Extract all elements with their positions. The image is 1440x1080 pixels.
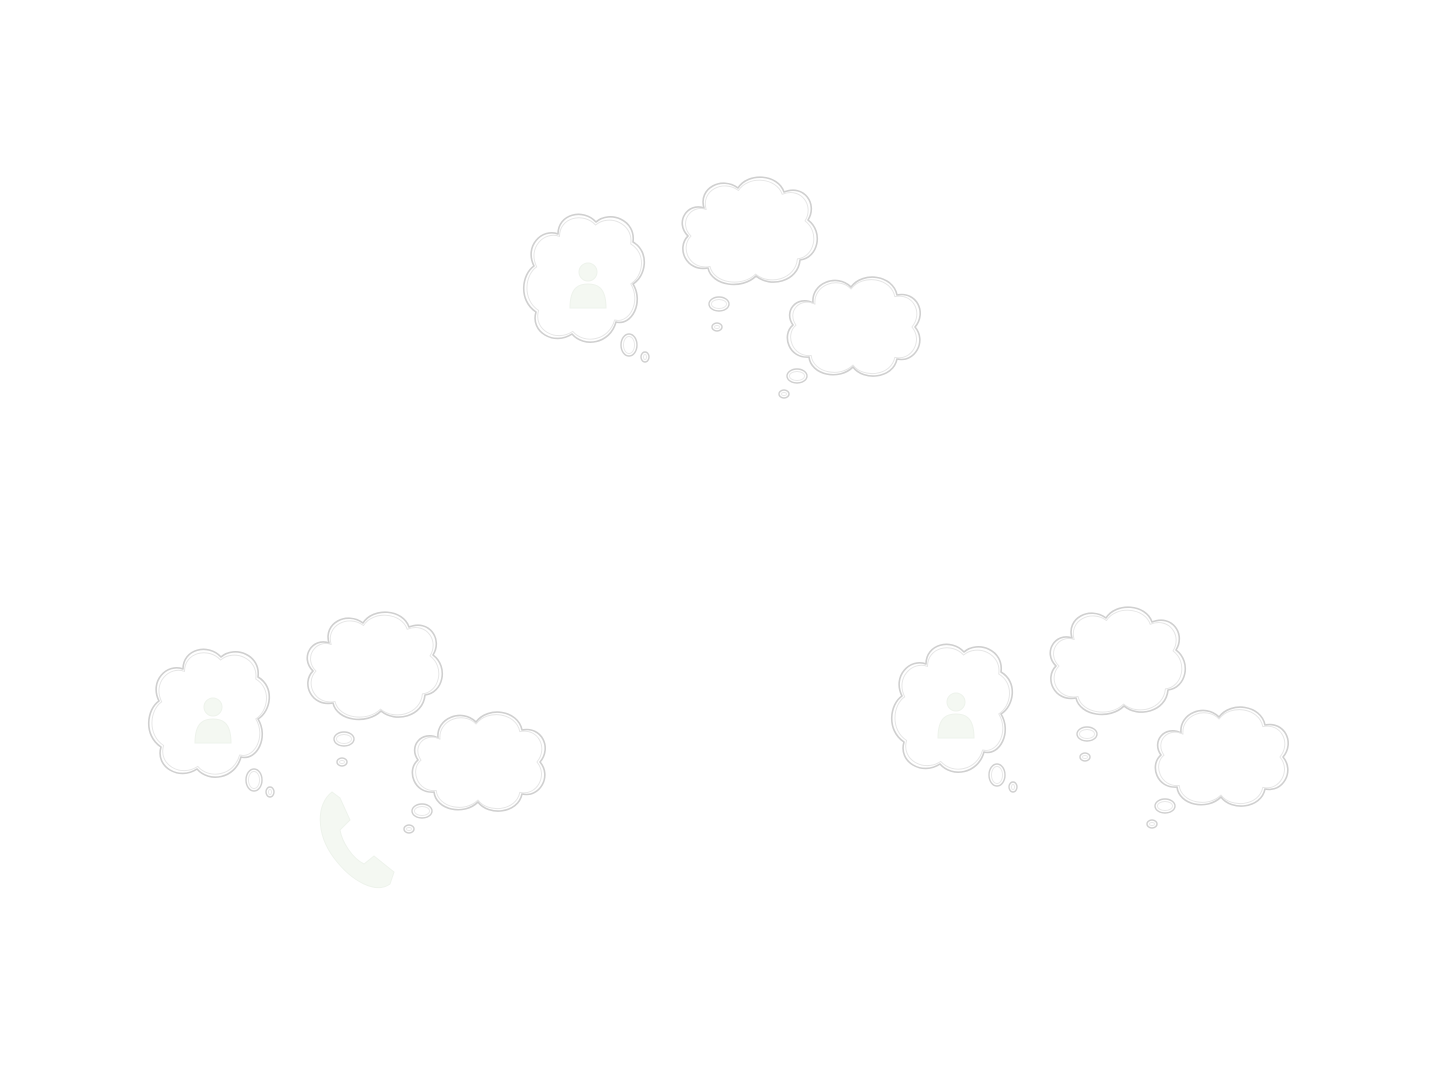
thought-bubble: [336, 757, 348, 767]
thought-cloud: [778, 276, 921, 399]
thought-bubble: [778, 389, 790, 399]
bottom-right-group: [890, 606, 1289, 829]
person-icon: [194, 697, 232, 744]
thought-bubble: [711, 322, 723, 332]
thought-bubble: [1079, 752, 1091, 762]
thought-bubble: [403, 824, 415, 834]
thought-bubble: [1008, 781, 1018, 793]
phone-icon: [319, 791, 395, 889]
thought-cloud: [1146, 706, 1289, 829]
person-icon: [937, 692, 975, 739]
thought-cloud: [147, 648, 275, 798]
thought-cloud: [403, 711, 546, 834]
thought-cloud: [1049, 606, 1187, 762]
thought-cloud: [681, 176, 819, 332]
thought-cloud: [522, 213, 650, 363]
person-icon: [569, 262, 607, 309]
thought-bubble: [1146, 819, 1158, 829]
bottom-left-group: [147, 611, 546, 889]
thought-bubble: [640, 351, 650, 363]
thought-cloud: [306, 611, 444, 767]
thought-cloud: [890, 643, 1018, 793]
thought-bubble: [265, 786, 275, 798]
top-group: [522, 176, 921, 399]
